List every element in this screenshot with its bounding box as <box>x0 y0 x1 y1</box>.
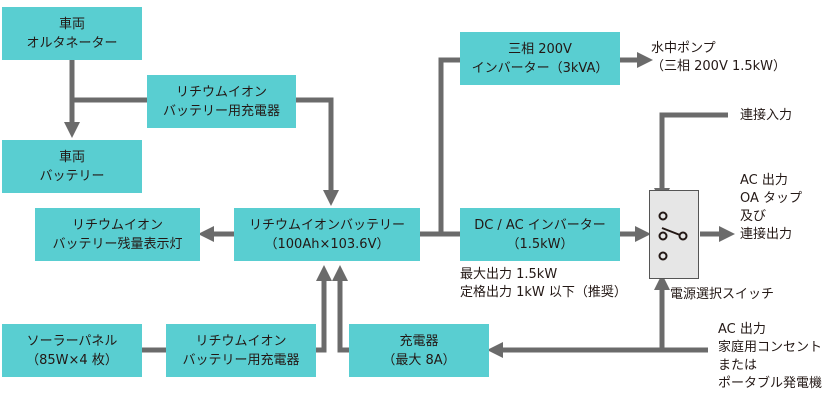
box-line: 車両 <box>58 16 85 32</box>
label-line: AC 出力 <box>740 173 788 188</box>
label-line: 及び <box>740 209 767 224</box>
box-line: バッテリー <box>39 168 105 184</box>
box-line: リチウムイオン <box>175 84 267 100</box>
solar-panel-box: ソーラーパネル （85W×4 枚） <box>2 324 142 377</box>
box-line: （1.5kW） <box>506 236 574 252</box>
label-line: または <box>718 358 758 373</box>
box-line: リチウムイオン <box>71 217 163 233</box>
vehicle-alternator-box: 車両 オルタネーター <box>2 7 142 60</box>
link-input-label: 連接入力 <box>740 108 793 123</box>
lithium-charger-bottom-box: リチウムイオン バッテリー用充電器 <box>166 324 316 377</box>
main-battery-box: リチウムイオンバッテリー （100Ah×103.6V） <box>234 208 420 261</box>
vehicle-battery-box: 車両 バッテリー <box>2 140 142 193</box>
wire-charger-main-battery <box>296 97 340 207</box>
three-phase-inverter-box: 三相 200V インバーター（3kVA） <box>460 32 620 85</box>
box-line: インバーター（3kVA） <box>471 60 609 76</box>
inverter-spec-label: 最大出力 1.5kW 定格出力 1kW 以下（推奨） <box>460 266 627 302</box>
box-line: リチウムイオン <box>195 333 287 349</box>
pump-label: 水中ポンプ （三相 200V 1.5kW） <box>651 40 786 76</box>
box-line: オルタネーター <box>26 35 118 51</box>
box-line: バッテリー残量表示灯 <box>52 236 183 252</box>
ac-output-label: AC 出力 OA タップ 及び 連接出力 <box>740 172 802 244</box>
box-line: バッテリー用充電器 <box>182 352 300 368</box>
wire-8a-charger-battery <box>331 264 349 353</box>
label-line: OA タップ <box>740 191 803 206</box>
label-line: ポータブル発電機 <box>718 376 823 391</box>
box-line: 充電器 <box>399 333 439 349</box>
switch-symbol-icon <box>658 211 688 261</box>
power-select-switch <box>649 190 699 279</box>
box-line: ソーラーパネル <box>26 333 118 349</box>
box-line: リチウムイオンバッテリー <box>248 217 405 233</box>
label-line: 定格出力 1kW 以下（推奨） <box>460 285 627 300</box>
label-line: 水中ポンプ <box>651 41 716 56</box>
switch-name-label: 電源選択スイッチ <box>670 287 775 302</box>
wire-battery-3phase <box>438 57 460 234</box>
box-line: （最大 8A） <box>382 352 456 368</box>
lithium-charger-top-box: リチウムイオン バッテリー用充電器 <box>147 75 296 128</box>
battery-indicator-box: リチウムイオン バッテリー残量表示灯 <box>35 208 200 261</box>
wire-bottom-charger-battery <box>315 264 333 353</box>
box-line: （100Ah×103.6V） <box>264 236 390 252</box>
label-line: （三相 200V 1.5kW） <box>651 59 787 74</box>
charger-8a-box: 充電器 （最大 8A） <box>349 324 489 377</box>
label-line: 最大出力 1.5kW <box>460 267 558 282</box>
label-line: 連接出力 <box>740 227 793 242</box>
dcac-inverter-box: DC / AC インバーター （1.5kW） <box>460 208 620 261</box>
box-line: （85W×4 枚） <box>26 352 118 368</box>
box-line: バッテリー用充電器 <box>162 103 280 119</box>
box-line: 車両 <box>58 149 85 165</box>
wire-link-input-switch <box>653 112 728 205</box>
label-line: AC 出力 <box>718 322 766 337</box>
label-line: 家庭用コンセント <box>718 340 823 355</box>
box-line: 三相 200V <box>508 41 572 57</box>
ac-source-label: AC 出力 家庭用コンセント または ポータブル発電機 <box>718 321 822 393</box>
box-line: DC / AC インバーター <box>474 217 606 233</box>
